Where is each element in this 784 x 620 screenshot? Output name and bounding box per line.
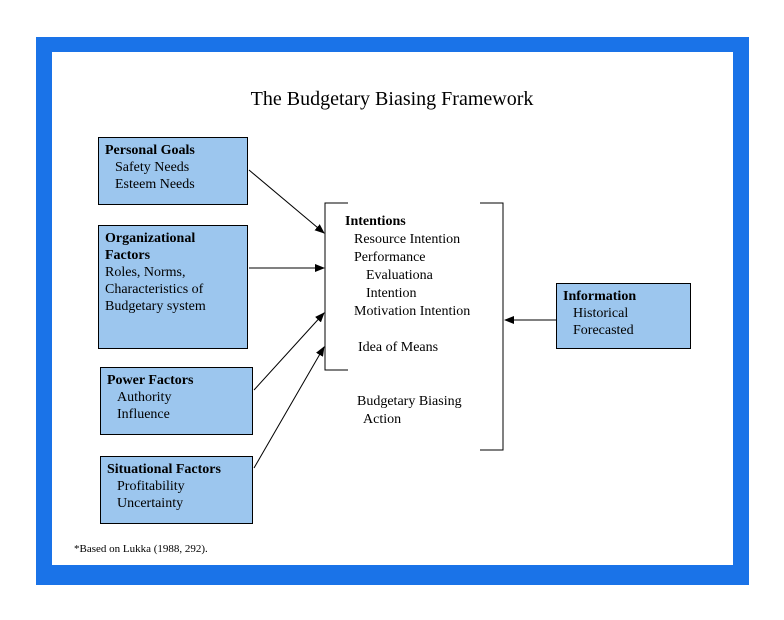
situational-factors-item: Uncertainty	[117, 496, 184, 511]
resource-intention-label: Resource Intention	[354, 232, 461, 247]
power-factors-item: Authority	[117, 390, 172, 405]
action-bracket	[480, 202, 504, 451]
information-item: Historical	[573, 306, 629, 321]
personal-goals-item: Esteem Needs	[115, 177, 195, 192]
information-heading: Information	[563, 289, 637, 304]
information-item: Forecasted	[573, 323, 634, 338]
arrow-personal-goals	[248, 169, 325, 234]
situational-factors-item: Profitability	[117, 479, 185, 494]
budgetary-biasing-action-label: Budgetary Biasing	[357, 394, 462, 409]
arrow-power-factors	[253, 312, 325, 391]
footnote: *Based on Lukka (1988, 292).	[74, 543, 208, 555]
budgetary-biasing-action-label: Action	[363, 412, 402, 427]
motivation-intention-label: Motivation Intention	[354, 304, 471, 319]
performance-label: Performance	[354, 250, 426, 265]
personal-goals-heading: Personal Goals	[105, 143, 195, 158]
evaluation-label: Intention	[366, 286, 417, 301]
power-factors-item: Influence	[117, 407, 170, 422]
organizational-factors-box: Organizational Factors Roles, Norms, Cha…	[98, 225, 248, 349]
diagram-title: The Budgetary Biasing Framework	[250, 88, 534, 110]
situational-factors-heading: Situational Factors	[107, 462, 221, 477]
power-factors-heading: Power Factors	[107, 373, 194, 388]
information-box: Information Historical Forecasted	[556, 283, 691, 349]
arrow-situational-factors	[253, 346, 325, 469]
intentions-bracket	[324, 202, 348, 371]
evaluation-label: Evaluationa	[366, 268, 433, 283]
organizational-factors-item: Budgetary system	[105, 299, 206, 314]
organizational-factors-item: Characteristics of	[105, 282, 204, 297]
organizational-factors-heading: Factors	[105, 248, 151, 263]
personal-goals-box: Personal Goals Safety Needs Esteem Needs	[98, 137, 248, 205]
personal-goals-item: Safety Needs	[115, 160, 190, 175]
intentions-heading: Intentions	[345, 214, 406, 229]
organizational-factors-heading: Organizational	[105, 231, 196, 246]
power-factors-box: Power Factors Authority Influence	[100, 367, 253, 435]
idea-of-means-label: Idea of Means	[358, 340, 439, 355]
situational-factors-box: Situational Factors Profitability Uncert…	[100, 456, 253, 524]
organizational-factors-item: Roles, Norms,	[105, 265, 186, 280]
